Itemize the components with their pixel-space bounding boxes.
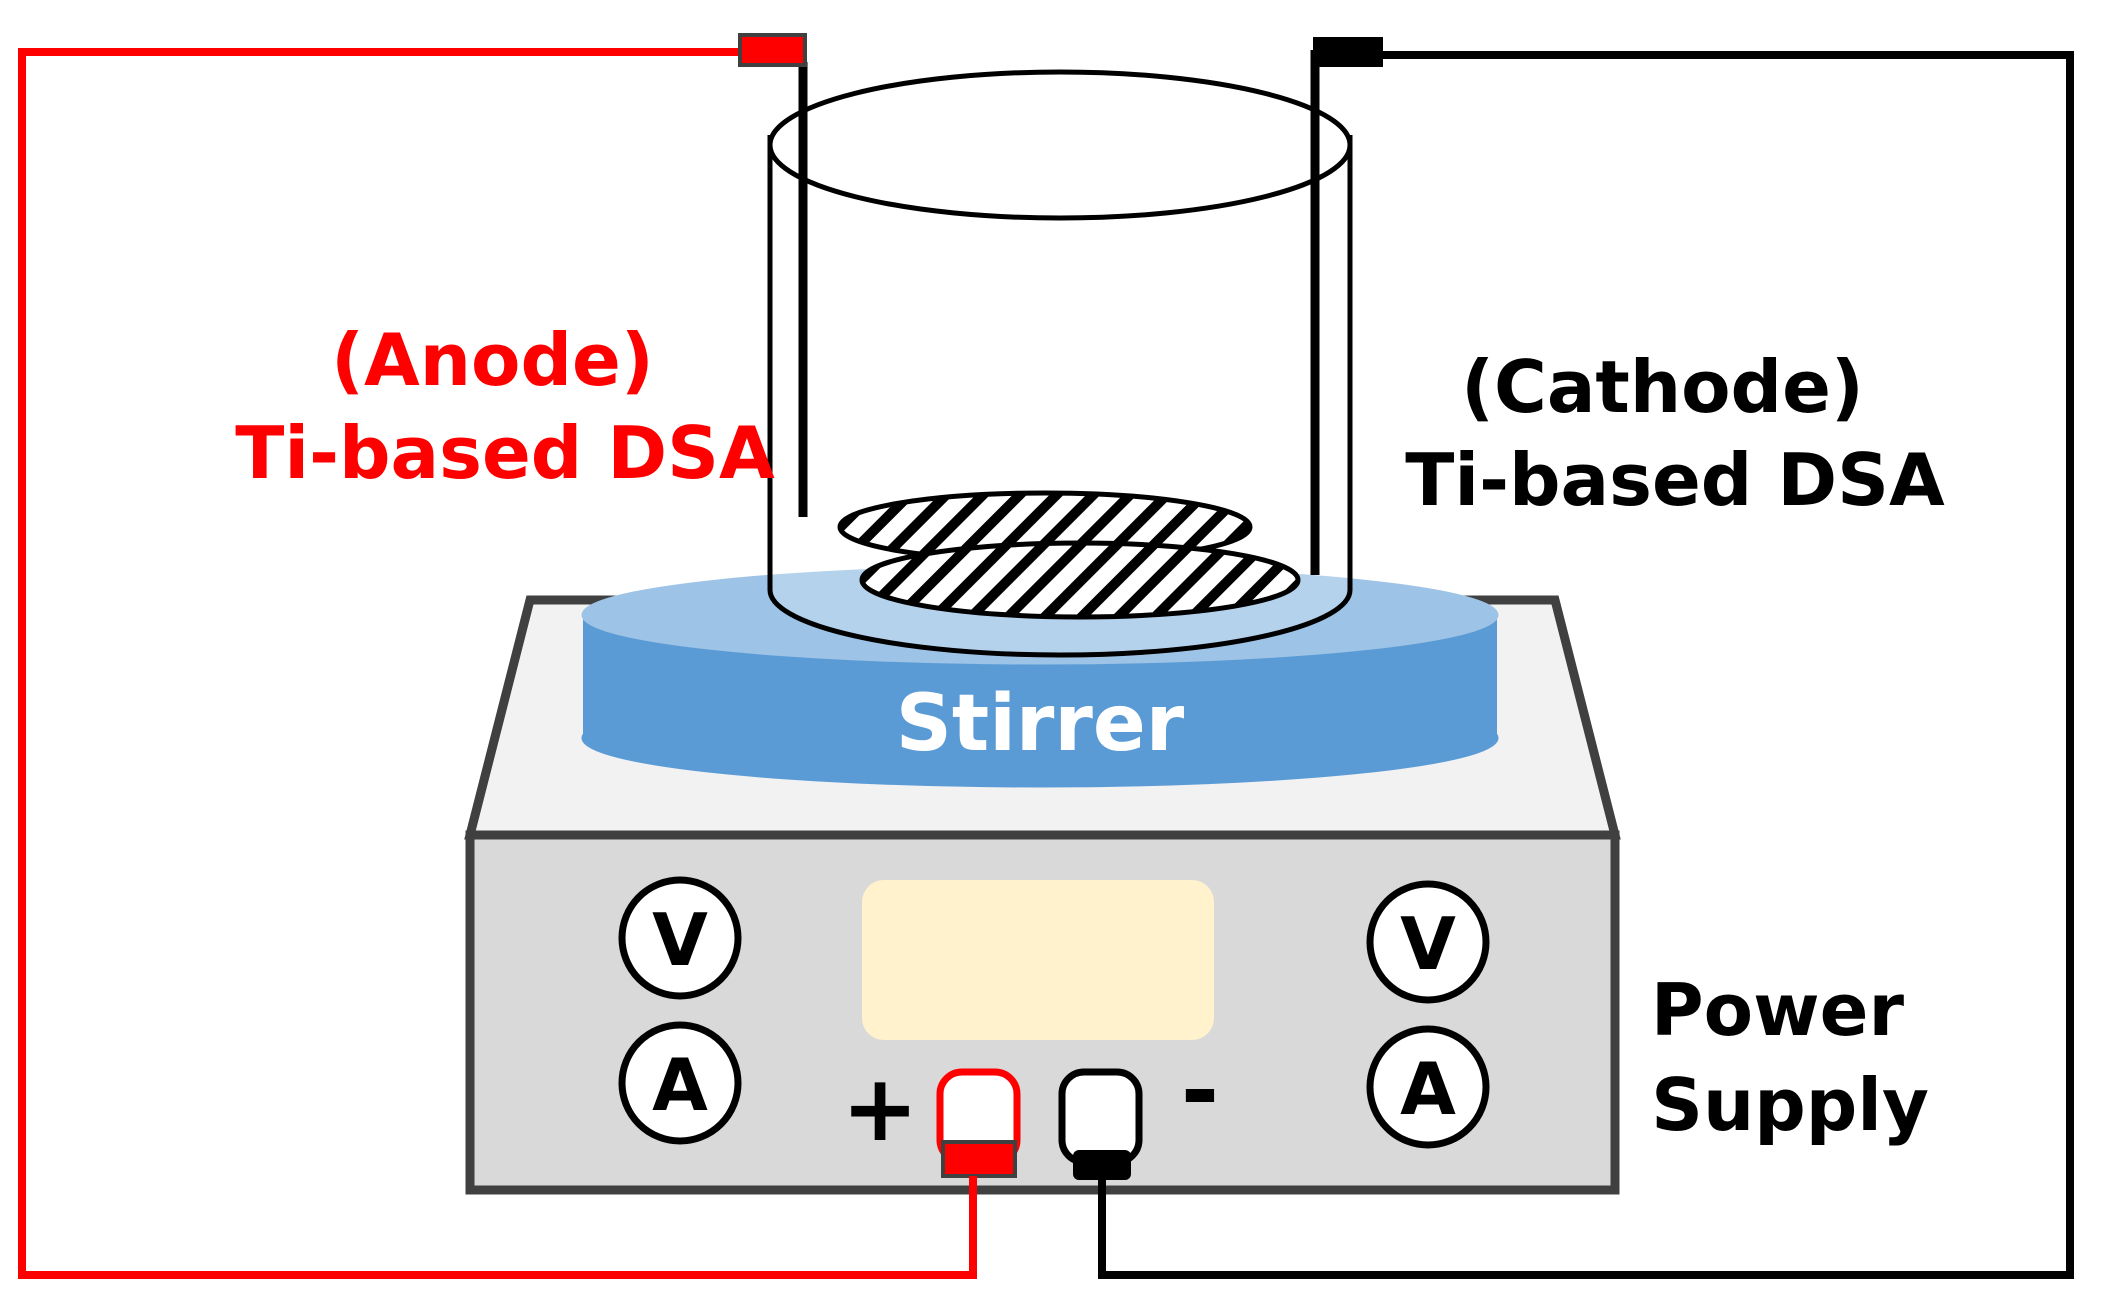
anode-label: (Anode) Ti-based DSA (235, 318, 775, 495)
anode-wire (18, 48, 977, 1279)
cathode-label-line2: Ti-based DSA (1405, 438, 1945, 522)
anode-label-line1: (Anode) (331, 318, 654, 402)
voltmeter-left-label: V (652, 898, 708, 982)
power-supply-display (862, 880, 1214, 1040)
ammeter-left-label: A (652, 1043, 708, 1127)
cathode-wire (1098, 51, 2074, 1279)
cathode-mesh (859, 540, 1301, 620)
cathode-label-line1: (Cathode) (1461, 345, 1864, 429)
ammeter-right-label: A (1400, 1047, 1456, 1131)
anode-label-line2: Ti-based DSA (235, 411, 775, 495)
cathode-label: (Cathode) Ti-based DSA (1405, 345, 1945, 522)
positive-terminal (936, 1068, 1021, 1178)
anode-clip (738, 33, 807, 67)
power-supply-label: Power Supply (1651, 968, 1929, 1147)
power-supply-label-line1: Power (1651, 968, 1905, 1052)
plus-sign: + (841, 1055, 918, 1162)
stirrer-label: Stirrer (896, 679, 1185, 769)
minus-sign: - (1181, 1037, 1219, 1144)
negative-terminal (1058, 1068, 1143, 1180)
power-supply-label-line2: Supply (1651, 1063, 1929, 1147)
voltmeter-left: V (618, 876, 742, 1000)
voltmeter-right: V (1366, 880, 1490, 1004)
voltmeter-right-label: V (1400, 902, 1456, 986)
ammeter-left: A (618, 1021, 742, 1145)
cathode-clip (1313, 37, 1383, 67)
stirrer-plate: Stirrer (581, 565, 1499, 788)
ammeter-right: A (1366, 1025, 1490, 1149)
